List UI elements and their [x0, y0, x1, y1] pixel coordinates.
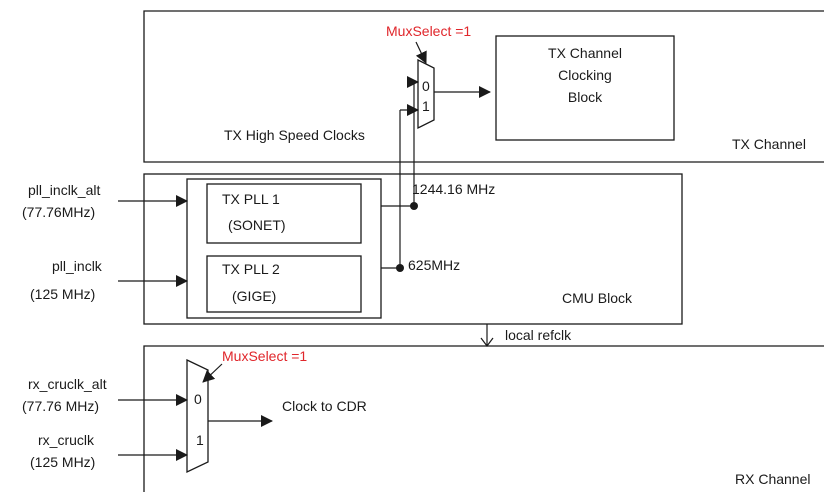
- tx-clocking-block-line-2: Clocking: [558, 67, 612, 83]
- clock-to-cdr-label: Clock to CDR: [282, 398, 367, 414]
- pll-inclk-name: pll_inclk: [52, 258, 103, 274]
- cmu-block: CMU Block TX PLL 1 (SONET) TX PLL 2 (GIG…: [143, 173, 683, 325]
- pll-group-outline: [186, 178, 382, 319]
- rx-channel-label: RX Channel: [735, 471, 811, 487]
- pll-inclk-alt-freq: (77.76MHz): [22, 204, 95, 220]
- tx-clocking-block-box: [495, 35, 675, 141]
- rx-mux-shape: [186, 358, 209, 474]
- cmu-inputs: pll_inclk_alt (77.76MHz) pll_inclk (125 …: [22, 182, 188, 302]
- rx-mux-select-label: MuxSelect =1: [222, 348, 307, 364]
- tx-mux-select-label: MuxSelect =1: [386, 23, 471, 39]
- rx-channel-block: RX Channel: [143, 345, 824, 492]
- tx-pll-1-mode: (SONET): [228, 217, 286, 233]
- pll-2-freq-label: 625MHz: [408, 257, 460, 273]
- pll-1-freq-label: 1244.16 MHz: [412, 181, 495, 197]
- rx-mux-input-1: 1: [196, 432, 204, 448]
- tx-mux-shape: [417, 58, 435, 130]
- rx-cruclk-alt-freq: (77.76 MHz): [22, 398, 99, 414]
- pll-2-junction-dot: [396, 264, 404, 272]
- rx-cruclk-freq: (125 MHz): [30, 454, 95, 470]
- rx-mux-select-arrow: [202, 363, 223, 383]
- local-refclk: local refclk: [480, 324, 572, 347]
- pll-inclk-freq: (125 MHz): [30, 286, 95, 302]
- tx-clocking-block-line-3: Block: [568, 89, 603, 105]
- pll-inclk-alt-name: pll_inclk_alt: [28, 182, 100, 198]
- tx-pll-1-box: [206, 183, 362, 244]
- rx-channel-outline: [143, 345, 824, 492]
- cmu-block-outline: [143, 173, 683, 325]
- tx-channel-label: TX Channel: [732, 136, 806, 152]
- tx-mux-input-0: 0: [422, 78, 430, 94]
- rx-cruclk-alt-name: rx_cruclk_alt: [28, 376, 107, 392]
- rx-mux-input-0: 0: [194, 391, 202, 407]
- tx-mux: 0 1 MuxSelect =1: [386, 23, 491, 130]
- tx-pll-2-name: TX PLL 2: [222, 261, 280, 277]
- cmu-block-label: CMU Block: [562, 290, 633, 306]
- tx-high-speed-clocks-label: TX High Speed Clocks: [224, 127, 365, 143]
- tx-pll-2-box: [206, 255, 362, 313]
- rx-mux: 0 1 MuxSelect =1 Clock to CDR: [186, 348, 367, 474]
- tx-channel-outline: [143, 10, 824, 163]
- local-refclk-label: local refclk: [505, 327, 572, 343]
- tx-pll-1-name: TX PLL 1: [222, 191, 280, 207]
- tx-channel-block: TX Channel: [143, 10, 824, 163]
- tx-clocking-block: TX Channel Clocking Block: [495, 35, 675, 141]
- tx-mux-select-arrow: [415, 41, 427, 64]
- tx-mux-input-1: 1: [422, 98, 430, 114]
- tx-pll-2-mode: (GIGE): [232, 288, 276, 304]
- pll-output-wires: 1244.16 MHz 625MHz: [381, 76, 495, 273]
- tx-clocking-block-line-1: TX Channel: [548, 45, 622, 61]
- rx-inputs: rx_cruclk_alt (77.76 MHz) rx_cruclk (125…: [22, 376, 188, 470]
- pll-1-junction-dot: [410, 202, 418, 210]
- rx-cruclk-name: rx_cruclk: [38, 432, 95, 448]
